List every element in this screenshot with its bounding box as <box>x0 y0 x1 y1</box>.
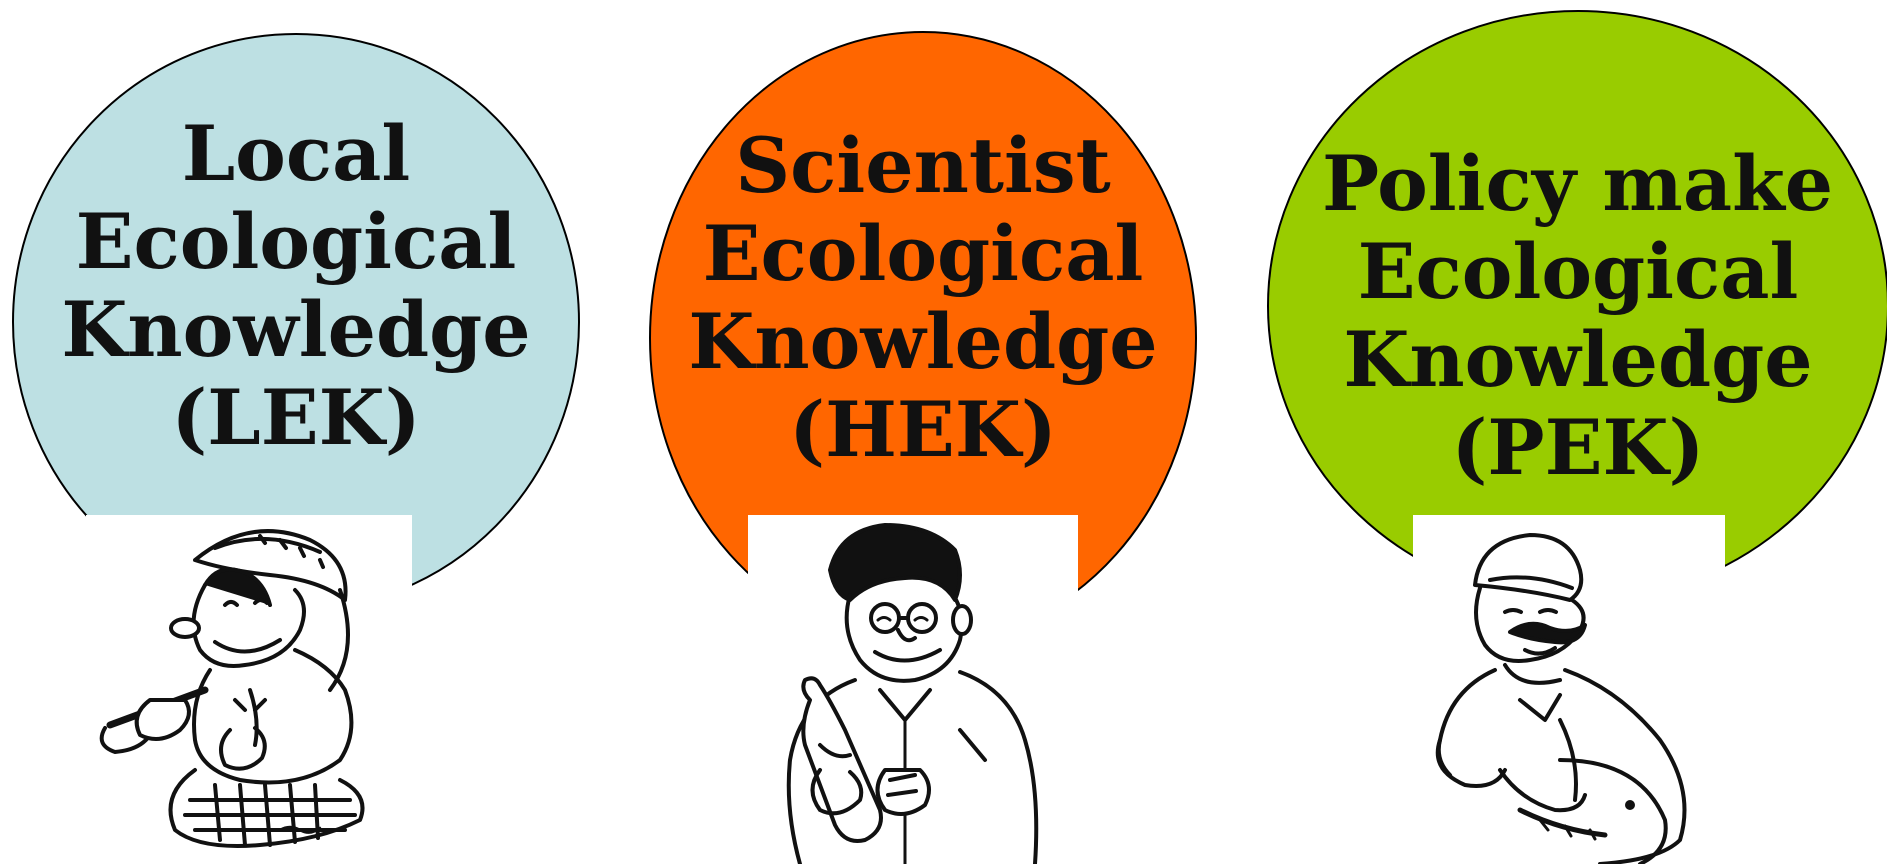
lek-label-line-2: Ecological <box>75 197 517 286</box>
scientist-cartoon-icon <box>786 523 1039 864</box>
pek-group: Policy maker Ecological Knowledge (PEK) <box>1267 10 1887 864</box>
hek-label-line-3: Knowledge <box>688 297 1158 386</box>
hek-label-line-2: Ecological <box>702 209 1144 298</box>
lek-label-line-4: (LEK) <box>171 373 421 462</box>
lek-label-line-1: Local <box>181 110 411 198</box>
lek-group: Local Ecological Knowledge (LEK) <box>12 33 580 864</box>
hek-label-line-4: (HEK) <box>789 385 1057 474</box>
hek-label-line-1: Scientist <box>735 122 1111 210</box>
hek-group: Scientist Ecological Knowledge (HEK) <box>649 31 1197 864</box>
pek-label: Policy maker Ecological Knowledge (PEK) <box>1322 140 1834 492</box>
pek-label-line-4: (PEK) <box>1451 403 1705 492</box>
hek-label: Scientist Ecological Knowledge (HEK) <box>688 122 1158 474</box>
pek-label-line-2: Ecological <box>1357 227 1799 316</box>
pek-label-line-1: Policy maker <box>1322 140 1834 228</box>
politician-cartoon-icon <box>1435 533 1687 864</box>
lek-label-line-3: Knowledge <box>61 285 531 374</box>
lek-label: Local Ecological Knowledge (LEK) <box>61 110 531 462</box>
pek-label-line-3: Knowledge <box>1343 315 1813 404</box>
farmer-cartoon-icon <box>99 529 365 848</box>
